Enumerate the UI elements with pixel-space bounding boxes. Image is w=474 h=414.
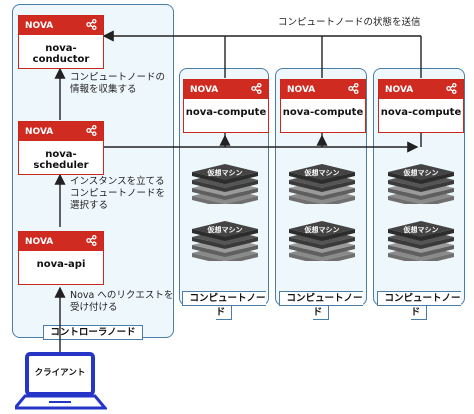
server-stack-icon — [289, 164, 355, 208]
compute-node-1-label: コンピュートノード — [179, 290, 269, 320]
vm-label: 仮想マシン — [207, 169, 243, 177]
server-stack-icon — [388, 164, 454, 208]
component-name: nova-compute — [185, 107, 267, 118]
nova-brand-label: NOVA — [385, 84, 414, 95]
note-instance: インスタンスを立てる コンピュートノードを 選択する — [70, 176, 166, 211]
vm-label: 仮想マシン — [403, 226, 439, 234]
compute-node-3-label: コンピュートノード — [373, 290, 465, 320]
compute-node-2-label: コンピュートノード — [275, 290, 367, 320]
component-name: nova-api — [36, 259, 86, 270]
share-icon — [86, 18, 97, 33]
nova-brand-label: NOVA — [25, 20, 54, 31]
note-collect: コンピュートノードの 情報を収集する — [70, 72, 166, 95]
share-icon — [446, 82, 457, 97]
controller-node-label: コントローラノード — [12, 324, 174, 340]
note-request: Nova へのリクエストを 受け付ける — [70, 290, 174, 313]
virtual-machine-stack: 仮想マシン — [190, 164, 260, 208]
virtual-machine-stack: 仮想マシン — [287, 221, 357, 265]
nova-compute-component-1: NOVA nova-compute — [183, 79, 269, 133]
laptop-icon — [11, 352, 109, 410]
nova-compute-component-3: NOVA nova-compute — [378, 79, 464, 133]
share-icon — [348, 82, 359, 97]
nova-scheduler-component: NOVA nova-scheduler — [18, 121, 104, 175]
share-icon — [86, 124, 97, 139]
nova-api-component: NOVA nova-api — [18, 231, 104, 285]
share-icon — [86, 234, 97, 249]
component-name: nova-scheduler — [33, 149, 89, 171]
virtual-machine-stack: 仮想マシン — [386, 221, 456, 265]
note-top-arrow: コンピュートノードの状態を送信 — [278, 17, 421, 28]
vm-label: 仮想マシン — [304, 169, 340, 177]
client: クライアント — [11, 352, 109, 410]
share-icon — [251, 82, 262, 97]
server-stack-icon — [192, 164, 258, 208]
nova-brand-label: NOVA — [287, 84, 316, 95]
vm-label: 仮想マシン — [403, 169, 439, 177]
nova-conductor-component: NOVA nova-conductor — [18, 15, 104, 69]
nova-brand-label: NOVA — [25, 126, 54, 137]
vm-label: 仮想マシン — [207, 226, 243, 234]
virtual-machine-stack: 仮想マシン — [287, 164, 357, 208]
server-stack-icon — [192, 221, 258, 265]
virtual-machine-stack: 仮想マシン — [190, 221, 260, 265]
virtual-machine-stack: 仮想マシン — [386, 164, 456, 208]
nova-compute-component-2: NOVA nova-compute — [280, 79, 366, 133]
server-stack-icon — [289, 221, 355, 265]
nova-brand-label: NOVA — [25, 236, 54, 247]
component-name: nova-compute — [380, 107, 462, 118]
client-label: クライアント — [34, 368, 86, 378]
component-name: nova-conductor — [32, 43, 90, 65]
server-stack-icon — [388, 221, 454, 265]
component-name: nova-compute — [282, 107, 364, 118]
vm-label: 仮想マシン — [304, 226, 340, 234]
nova-brand-label: NOVA — [190, 84, 219, 95]
